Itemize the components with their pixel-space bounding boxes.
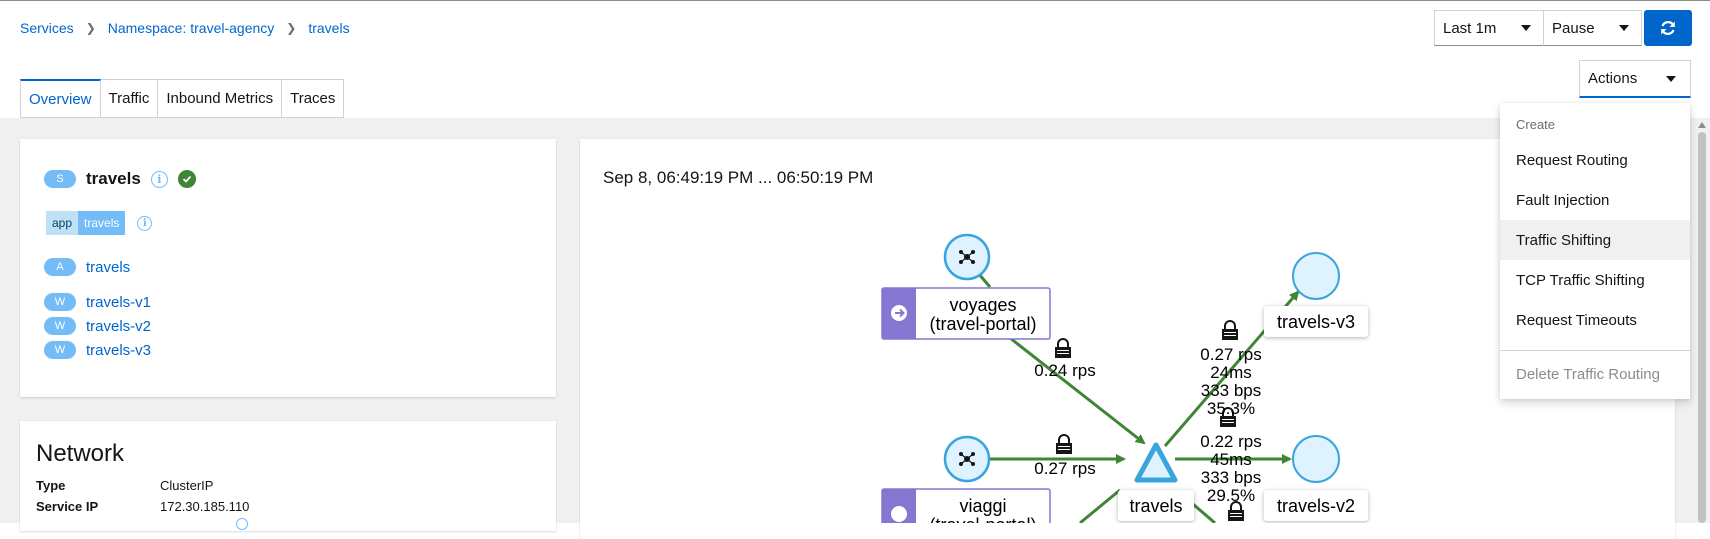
workload-badge: W	[44, 341, 76, 359]
edge-label-viaggi-rps: 0.27 rps	[1034, 459, 1095, 478]
actions-menu-group-create: Create	[1516, 117, 1556, 132]
chevron-right-icon: ❯	[85, 21, 96, 35]
caret-down-icon	[1619, 25, 1629, 31]
service-info-card: S travels i app travels i A travels W tr…	[20, 139, 556, 397]
graph-timestamp: Sep 8, 06:49:19 PM ... 06:50:19 PM	[603, 168, 874, 187]
graph-card	[580, 139, 1675, 539]
actions-dropdown-toggle[interactable]: Actions	[1579, 60, 1691, 98]
workload-link-travels-v2[interactable]: travels-v2	[86, 317, 152, 335]
service-badge: S	[44, 170, 76, 188]
edge-label-v2-rps: 0.22 rps	[1200, 432, 1261, 451]
app-badge: A	[44, 258, 76, 276]
refresh-button[interactable]	[1644, 10, 1692, 46]
graph-node-travels-v2[interactable]	[1292, 435, 1340, 483]
graph-edge-voyages-travels[interactable]	[1009, 336, 1146, 445]
node-label-travels: travels	[1129, 496, 1182, 516]
node-label-viaggi-ns: (travel-portal)	[929, 515, 1036, 523]
health-check-icon[interactable]	[177, 170, 196, 188]
workload-badge: W	[44, 293, 76, 311]
edge-label-v2-latency: 45ms	[1210, 450, 1252, 469]
graph-node-viaggi[interactable]	[881, 488, 1051, 523]
label-app-travels: app travels	[46, 211, 126, 235]
menu-divider	[1500, 350, 1690, 351]
menu-item-fault-injection[interactable]: Fault Injection	[1516, 191, 1610, 209]
network-ip-value: 172.30.185.110	[160, 499, 250, 514]
network-title: Network	[36, 440, 125, 467]
page-scrollbar[interactable]	[1694, 118, 1710, 523]
app-link[interactable]: travels	[86, 258, 131, 276]
breadcrumb-services[interactable]: Services	[20, 20, 74, 36]
tab-inbound-metrics[interactable]: Inbound Metrics	[158, 79, 283, 118]
breadcrumb-namespace[interactable]: Namespace: travel-agency	[107, 20, 275, 36]
traffic-graph[interactable]: voyages (travel-portal) viaggi (travel-p…	[0, 0, 1500, 523]
edge-label-v2-pct: 29.5%	[1207, 486, 1255, 505]
edge-label-v3-rps: 0.27 rps	[1200, 345, 1261, 364]
edge-label-v2-bps: 333 bps	[1201, 468, 1262, 487]
tab-overview[interactable]: Overview	[20, 79, 101, 118]
caret-down-icon	[1666, 75, 1676, 82]
info-icon[interactable]: i	[137, 215, 153, 231]
node-label-voyages: voyages	[949, 295, 1016, 315]
lock-icon	[1055, 434, 1073, 455]
tab-traffic[interactable]: Traffic	[100, 79, 159, 118]
graph-node-travels-service[interactable]	[1134, 442, 1178, 483]
network-ip-row: Service IP 172.30.185.110	[36, 499, 249, 514]
label-key: app	[46, 211, 79, 235]
breadcrumb-current[interactable]: travels	[308, 20, 350, 36]
network-type-label: Type	[36, 478, 66, 493]
time-range-select[interactable]: Last 1m	[1434, 10, 1544, 46]
edge-label-voyages-rps: 0.24 rps	[1034, 361, 1095, 380]
workload-badge: W	[44, 317, 76, 335]
refresh-interval-value: Pause	[1552, 19, 1595, 37]
refresh-interval-select[interactable]: Pause	[1544, 10, 1642, 46]
edge-label-v3-latency: 24ms	[1210, 363, 1252, 382]
menu-item-delete-traffic-routing: Delete Traffic Routing	[1516, 365, 1660, 383]
service-name: travels	[86, 169, 141, 188]
graph-node-voyages[interactable]	[881, 287, 1051, 340]
info-icon[interactable]: i	[150, 170, 168, 188]
workload-link-travels-v3[interactable]: travels-v3	[86, 341, 152, 359]
lock-icon	[1221, 320, 1239, 341]
network-type-row: Type ClusterIP	[36, 478, 213, 493]
chevron-right-icon: ❯	[286, 21, 297, 35]
graph-edge[interactable]	[1079, 488, 1121, 523]
node-label-box	[1118, 490, 1194, 521]
menu-item-request-routing[interactable]: Request Routing	[1516, 151, 1628, 169]
edge-label-v3-bps: 333 bps	[1201, 381, 1262, 400]
scroll-up-icon[interactable]	[1698, 122, 1706, 128]
actions-label: Actions	[1588, 70, 1638, 87]
workload-link-travels-v1[interactable]: travels-v1	[86, 293, 152, 311]
menu-item-tcp-traffic-shifting[interactable]: TCP Traffic Shifting	[1516, 271, 1645, 289]
refresh-icon	[1661, 21, 1675, 35]
network-card	[20, 421, 556, 531]
edge-label-v3-pct: 35.3%	[1207, 399, 1255, 418]
top-controls: Last 1m Pause	[1434, 10, 1692, 46]
node-label-box	[1264, 306, 1368, 337]
top-border	[0, 0, 1710, 1]
node-label-voyages-ns: (travel-portal)	[929, 314, 1036, 334]
label-value: travels	[78, 211, 126, 235]
node-label-travels-v2: travels-v2	[1277, 496, 1355, 516]
node-label-travels-v3: travels-v3	[1277, 312, 1355, 332]
arrow-right-icon	[895, 308, 905, 318]
caret-down-icon	[1521, 25, 1531, 31]
network-type-value: ClusterIP	[160, 478, 214, 493]
tab-traces[interactable]: Traces	[282, 79, 345, 118]
node-label-box	[1264, 490, 1368, 521]
menu-item-traffic-shifting[interactable]: Traffic Shifting	[1500, 220, 1690, 260]
graph-node-travels-v3[interactable]	[1292, 252, 1340, 300]
time-range-value: Last 1m	[1443, 19, 1497, 37]
scrollbar-thumb[interactable]	[1698, 132, 1706, 523]
lock-icon	[1054, 338, 1072, 359]
breadcrumb: Services ❯ Namespace: travel-agency ❯ tr…	[20, 20, 350, 36]
actions-menu: Create Request Routing Fault Injection T…	[1500, 103, 1690, 399]
node-label-viaggi: viaggi	[959, 496, 1006, 516]
network-ip-label: Service IP	[36, 499, 99, 514]
menu-item-request-timeouts[interactable]: Request Timeouts	[1516, 311, 1637, 329]
tab-bar: Overview Traffic Inbound Metrics Traces	[20, 79, 345, 118]
